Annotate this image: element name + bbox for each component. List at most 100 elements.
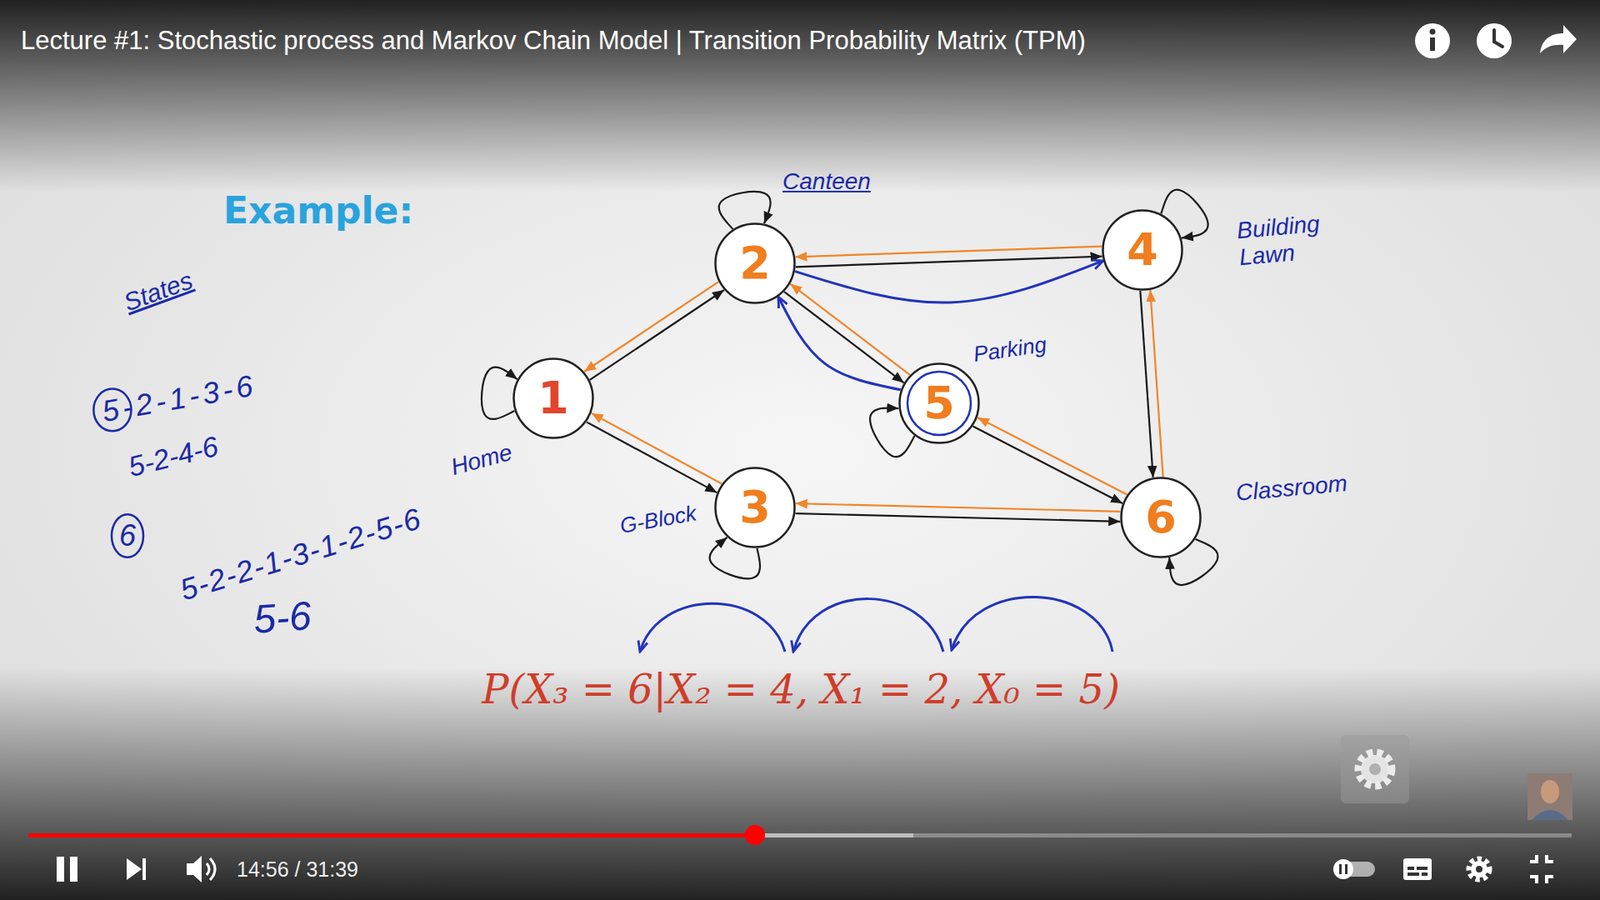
video-title: Lecture #1: Stochastic process and Marko… [20,25,1086,56]
bottom-shade [0,666,1600,900]
state-circle: 2 [714,222,796,305]
top-shade [0,0,1600,192]
captions-line [1416,866,1428,870]
state-number: 6 [1145,495,1177,540]
transition-arrow [1140,290,1153,478]
place-name: Canteen [782,168,871,195]
pause-icon [56,856,78,882]
clock-icon [1476,23,1512,59]
state-circle: 6 [1120,476,1202,559]
progress-played [28,833,755,838]
probability-formula: P(X₃ = 6|X₂ = 4, X₁ = 2, X₀ = 5) [481,666,1120,713]
watermark-hole [1369,763,1381,775]
transition-arrow [778,296,901,390]
captions-line [1407,872,1420,876]
place-name: Building Lawn [1235,208,1345,271]
transition-arrow [586,421,717,493]
hand-drawn-ring [111,514,144,557]
state-ring [900,364,980,444]
hand-drawn-arc [640,603,785,652]
state-ring [514,359,594,439]
transition-arrow [795,503,1121,512]
time-display: 14:56 / 31:39 [236,857,359,882]
state-ring [1121,478,1201,558]
state-circle: 4 [1101,209,1184,291]
next-icon [126,858,146,880]
progress-buffer [28,833,914,838]
state-number: 1 [537,375,570,421]
webcam-ground [1527,773,1573,820]
hand-drawn-arc [793,599,944,652]
gear-teeth [1469,859,1490,880]
transition-arrow [584,281,719,372]
clock-hands [1494,30,1503,47]
webcam-face [1540,780,1560,804]
watermark-tile [1340,735,1410,804]
transition-arrow [591,413,722,485]
gear-body [1470,860,1488,878]
transition-arrow [481,367,518,420]
clock-face [1476,23,1512,59]
captions-line [1421,872,1428,876]
connector-group [481,190,1219,585]
pause-bar [70,856,78,882]
state-circle: 1 [512,357,595,440]
transition-arrow [719,191,771,230]
share-icon [1540,25,1577,54]
state-ring [715,224,795,304]
speaker [186,855,202,883]
autoplay-toggle [1333,859,1375,880]
state-circle: 5 [898,362,980,445]
info-dot [1430,29,1436,35]
transition-arrow [977,417,1128,495]
state-ring [1103,210,1183,290]
settings-icon [1469,859,1490,880]
hand-drawn-ring [907,371,971,435]
transition-arrow [795,513,1120,522]
pause-bar [56,856,65,882]
progress-thumb [745,825,765,845]
gear-watermark [1340,735,1410,804]
info-disc [1415,23,1450,59]
toggle-mark [1339,864,1342,875]
volume-wave [206,863,210,875]
gear-hole [1475,865,1483,873]
progress-track [28,833,1572,838]
captions-line [1407,866,1415,870]
volume-wave [210,858,215,880]
webcam-shirt [1531,810,1569,820]
hand-drawn-arc [951,596,1113,652]
state-number: 4 [1126,227,1159,273]
next-triangle [126,858,142,880]
state-circle: 3 [714,466,796,549]
watermark-teeth [1358,752,1392,786]
transition-arrow [1150,290,1163,477]
state-number: 2 [739,240,771,286]
transition-arrow [972,426,1123,504]
watermark-body [1360,755,1390,784]
transition-arrow [795,260,1104,303]
info-icon [1415,23,1450,59]
volume-icon [186,855,215,883]
transition-arrow [795,256,1103,268]
state-sequence: 5-6 [251,592,313,643]
fullscreen-exit-icon [1530,855,1554,884]
toggle-knob [1333,859,1354,880]
info-stem [1430,37,1435,51]
state-number: 3 [739,485,771,530]
toggle-mark [1345,864,1348,875]
webcam-thumbnail [1527,773,1573,820]
captions-icon [1403,858,1432,880]
transition-arrow [795,246,1102,258]
transition-arrow [590,290,725,380]
captions-box [1403,858,1432,880]
example-heading: Example: [223,190,414,233]
state-ring [715,468,795,548]
circled-state: 6 [119,518,136,553]
next-bar [142,858,146,880]
